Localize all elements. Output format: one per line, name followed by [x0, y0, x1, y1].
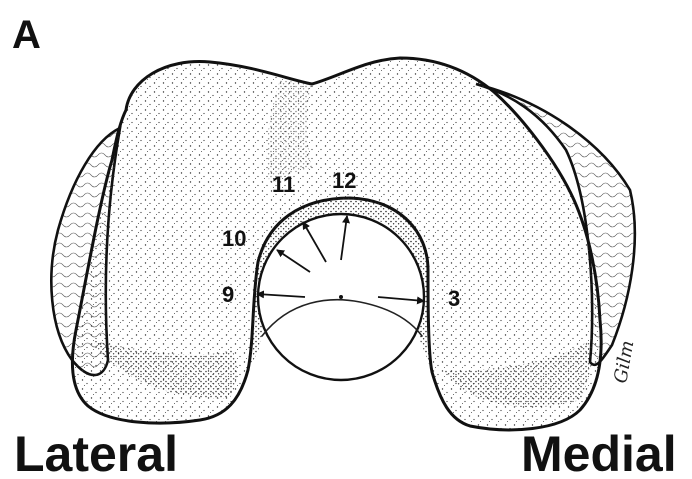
panel-letter: A [12, 13, 41, 57]
clock-label-11: 11 [272, 172, 295, 197]
lateral-label: Lateral [14, 426, 178, 479]
artist-signature: Gilm [610, 339, 638, 385]
clock-label-9: 9 [222, 282, 234, 307]
clock-label-12: 12 [332, 168, 356, 193]
center-point [339, 295, 343, 299]
clock-label-10: 10 [222, 226, 246, 251]
medial-label: Medial [521, 426, 677, 479]
clock-label-3: 3 [448, 286, 460, 311]
